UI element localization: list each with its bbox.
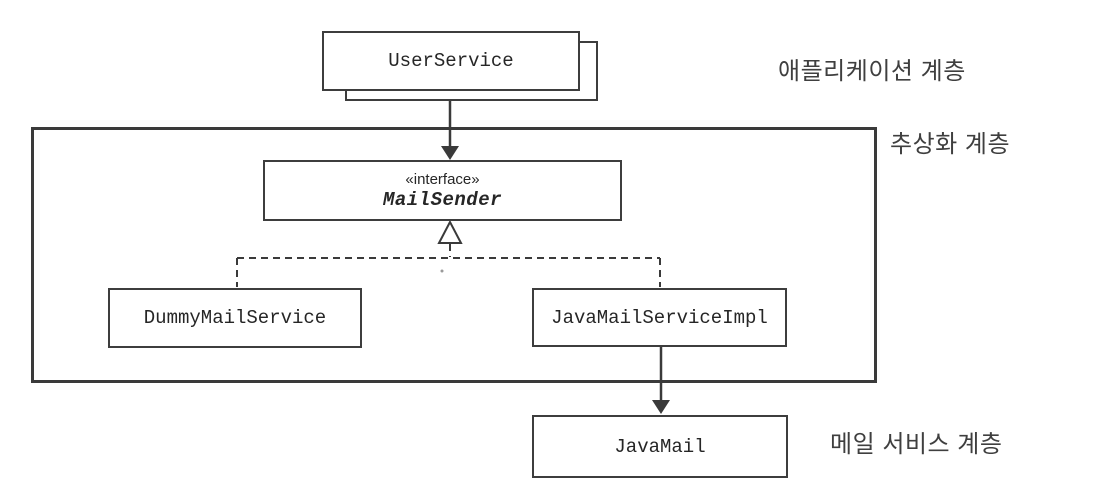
abstraction-layer-box xyxy=(31,127,877,383)
dummy-mail-service-label: DummyMailService xyxy=(143,307,327,329)
mail-sender-box: «interface» MailSender xyxy=(263,160,622,221)
java-mail-service-impl-label: JavaMailServiceImpl xyxy=(551,306,768,329)
abstraction-layer-label: 추상화 계층 xyxy=(890,131,1011,158)
java-mail-label: JavaMail xyxy=(614,435,706,458)
dummy-mail-service-box: DummyMailService xyxy=(108,288,362,348)
mail-sender-label: MailSender xyxy=(382,189,503,211)
java-mail-box: JavaMail xyxy=(532,415,788,478)
user-service-box: UserService xyxy=(322,31,580,91)
java-mail-service-impl-box: JavaMailServiceImpl xyxy=(532,288,787,347)
user-service-label: UserService xyxy=(388,50,514,72)
interface-stereotype-label: «interface» xyxy=(405,171,480,188)
application-layer-label: 애플리케이션 계층 xyxy=(778,58,966,85)
solid-arrowhead-down-icon xyxy=(652,400,670,414)
mail-service-layer-label: 메일 서비스 계층 xyxy=(830,431,1003,458)
